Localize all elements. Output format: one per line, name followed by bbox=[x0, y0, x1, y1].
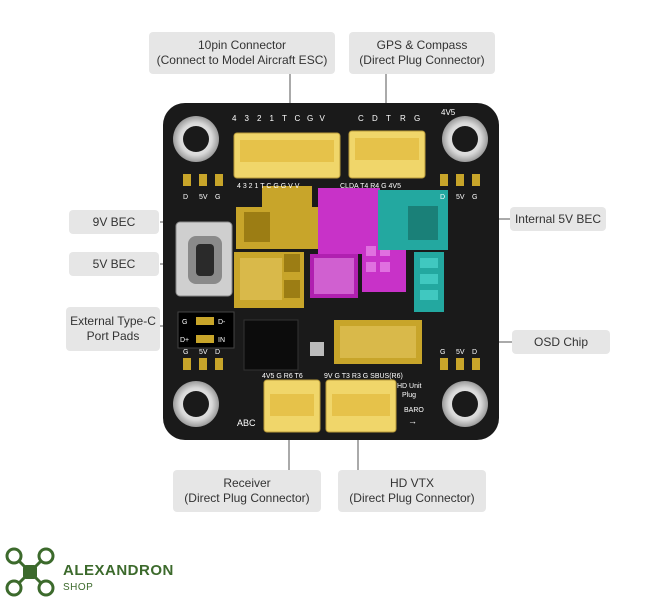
silk-pad-label: G bbox=[183, 349, 188, 356]
silk-top-pin: C bbox=[295, 114, 301, 123]
silk-bottom-right: G 5V D bbox=[440, 349, 477, 356]
callout-title: OSD Chip bbox=[533, 334, 589, 349]
silk-pad-label: G bbox=[215, 194, 220, 201]
silk-pad-right: D 5V G bbox=[440, 194, 477, 201]
connector-10pin bbox=[233, 132, 341, 179]
silk-bottom-left: G 5V D bbox=[183, 349, 220, 356]
silk-typec-in: IN bbox=[218, 337, 225, 344]
bec-5v-area bbox=[234, 252, 304, 308]
callout-title: Receiver bbox=[223, 476, 271, 490]
silk-pad-label: G bbox=[472, 194, 477, 201]
callout-subtitle: (Direct Plug Connector) bbox=[349, 491, 475, 505]
typec-pads bbox=[177, 311, 235, 349]
solder-pads bbox=[183, 174, 480, 370]
bec-9v-area bbox=[236, 186, 318, 249]
mounting-holes bbox=[173, 116, 488, 427]
silk-pad-left: D 5V G bbox=[183, 194, 220, 201]
callout-external-typec: External Type-C Port Pads bbox=[66, 307, 160, 351]
callout-subtitle: (Direct Plug Connector) bbox=[184, 491, 310, 505]
brand-name: ALEXANDRON bbox=[63, 562, 174, 579]
silk-typec-g: G bbox=[182, 319, 187, 326]
callout-subtitle: (Direct Plug Connector) bbox=[359, 53, 485, 67]
silk-4v5-top: 4V5 bbox=[441, 108, 456, 117]
arrow-right-icon: → bbox=[408, 416, 417, 426]
silk-top-pin: 2 bbox=[257, 114, 262, 123]
silk-typec-dminus: D- bbox=[218, 319, 226, 326]
callout-title: 5V BEC bbox=[92, 256, 136, 271]
callout-subtitle: (Connect to Model Aircraft ESC) bbox=[156, 53, 328, 67]
silk-pad-label: 5V bbox=[456, 349, 465, 356]
silk-top-right-pin: T bbox=[386, 114, 391, 123]
silk-abc: ABC bbox=[237, 418, 256, 428]
usb-c-port bbox=[175, 221, 233, 297]
mcu-chip bbox=[243, 319, 299, 371]
brand-subtitle: SHOP bbox=[63, 582, 94, 593]
callout-osd-chip: OSD Chip bbox=[512, 330, 610, 354]
silk-hd-plug: Plug bbox=[402, 392, 416, 399]
silk-pad-label: D bbox=[472, 349, 477, 356]
callout-subtitle: Port Pads bbox=[86, 329, 140, 343]
connector-receiver bbox=[263, 379, 321, 433]
silk-mid-left: 4 3 2 1 T C G G V V bbox=[237, 183, 300, 190]
silk-typec-dplus: D+ bbox=[180, 337, 189, 344]
silk-hd-unit: HD Unit bbox=[397, 383, 422, 390]
callout-9v-bec: 9V BEC bbox=[69, 210, 159, 234]
silk-top-pin: 1 bbox=[270, 114, 275, 123]
callout-title: External Type-C bbox=[70, 314, 156, 328]
callout-hd-vtx: HD VTX (Direct Plug Connector) bbox=[338, 470, 486, 512]
silk-top-pin: V bbox=[320, 114, 326, 123]
callout-title: Internal 5V BEC bbox=[514, 211, 602, 226]
silk-top-right-pin: D bbox=[372, 114, 378, 123]
teal-region bbox=[378, 190, 448, 312]
callout-internal-5v-bec: Internal 5V BEC bbox=[510, 207, 606, 231]
silk-top-pin: 3 bbox=[245, 114, 250, 123]
silk-top-pin: T bbox=[282, 114, 287, 123]
silk-top-pin: 4 bbox=[232, 114, 237, 123]
small-component bbox=[310, 342, 324, 356]
magenta-region bbox=[310, 188, 406, 298]
silk-pad-label: D bbox=[440, 194, 445, 201]
drone-logo-icon bbox=[5, 547, 55, 597]
callout-title: GPS & Compass bbox=[376, 38, 468, 52]
connector-hdvtx bbox=[325, 379, 397, 433]
silk-pad-label: 5V bbox=[199, 349, 208, 356]
silk-pad-label: D bbox=[183, 194, 188, 201]
callout-title: 9V BEC bbox=[92, 214, 136, 229]
silk-pad-label: 5V bbox=[456, 194, 465, 201]
silk-pad-label: 5V bbox=[199, 194, 208, 201]
silk-bottom-row1: 4V5 G R6 T6 bbox=[262, 373, 303, 380]
callout-10pin-connector: 10pin Connector (Connect to Model Aircra… bbox=[149, 32, 335, 74]
callout-5v-bec: 5V BEC bbox=[69, 252, 159, 276]
callout-title: 10pin Connector bbox=[197, 38, 287, 52]
connector-gps bbox=[348, 130, 426, 179]
osd-chip bbox=[334, 320, 422, 364]
silk-baro: BARO bbox=[404, 407, 424, 414]
callout-title: HD VTX bbox=[389, 476, 434, 490]
silk-top-right-pin: G bbox=[414, 114, 420, 123]
callout-gps-compass: GPS & Compass (Direct Plug Connector) bbox=[349, 32, 495, 74]
silk-top-right-pin: R bbox=[400, 114, 406, 123]
silk-bottom-row2: 9V G T3 R3 G SBUS(R6) bbox=[324, 373, 403, 380]
silk-top-pin: G bbox=[307, 114, 313, 123]
silk-mid-right: CLDA T4 R4 G 4V5 bbox=[340, 183, 401, 190]
callout-receiver: Receiver (Direct Plug Connector) bbox=[173, 470, 321, 512]
silk-top-right-pin: C bbox=[358, 114, 364, 123]
silk-pad-label: G bbox=[440, 349, 445, 356]
silk-pad-label: D bbox=[215, 349, 220, 356]
